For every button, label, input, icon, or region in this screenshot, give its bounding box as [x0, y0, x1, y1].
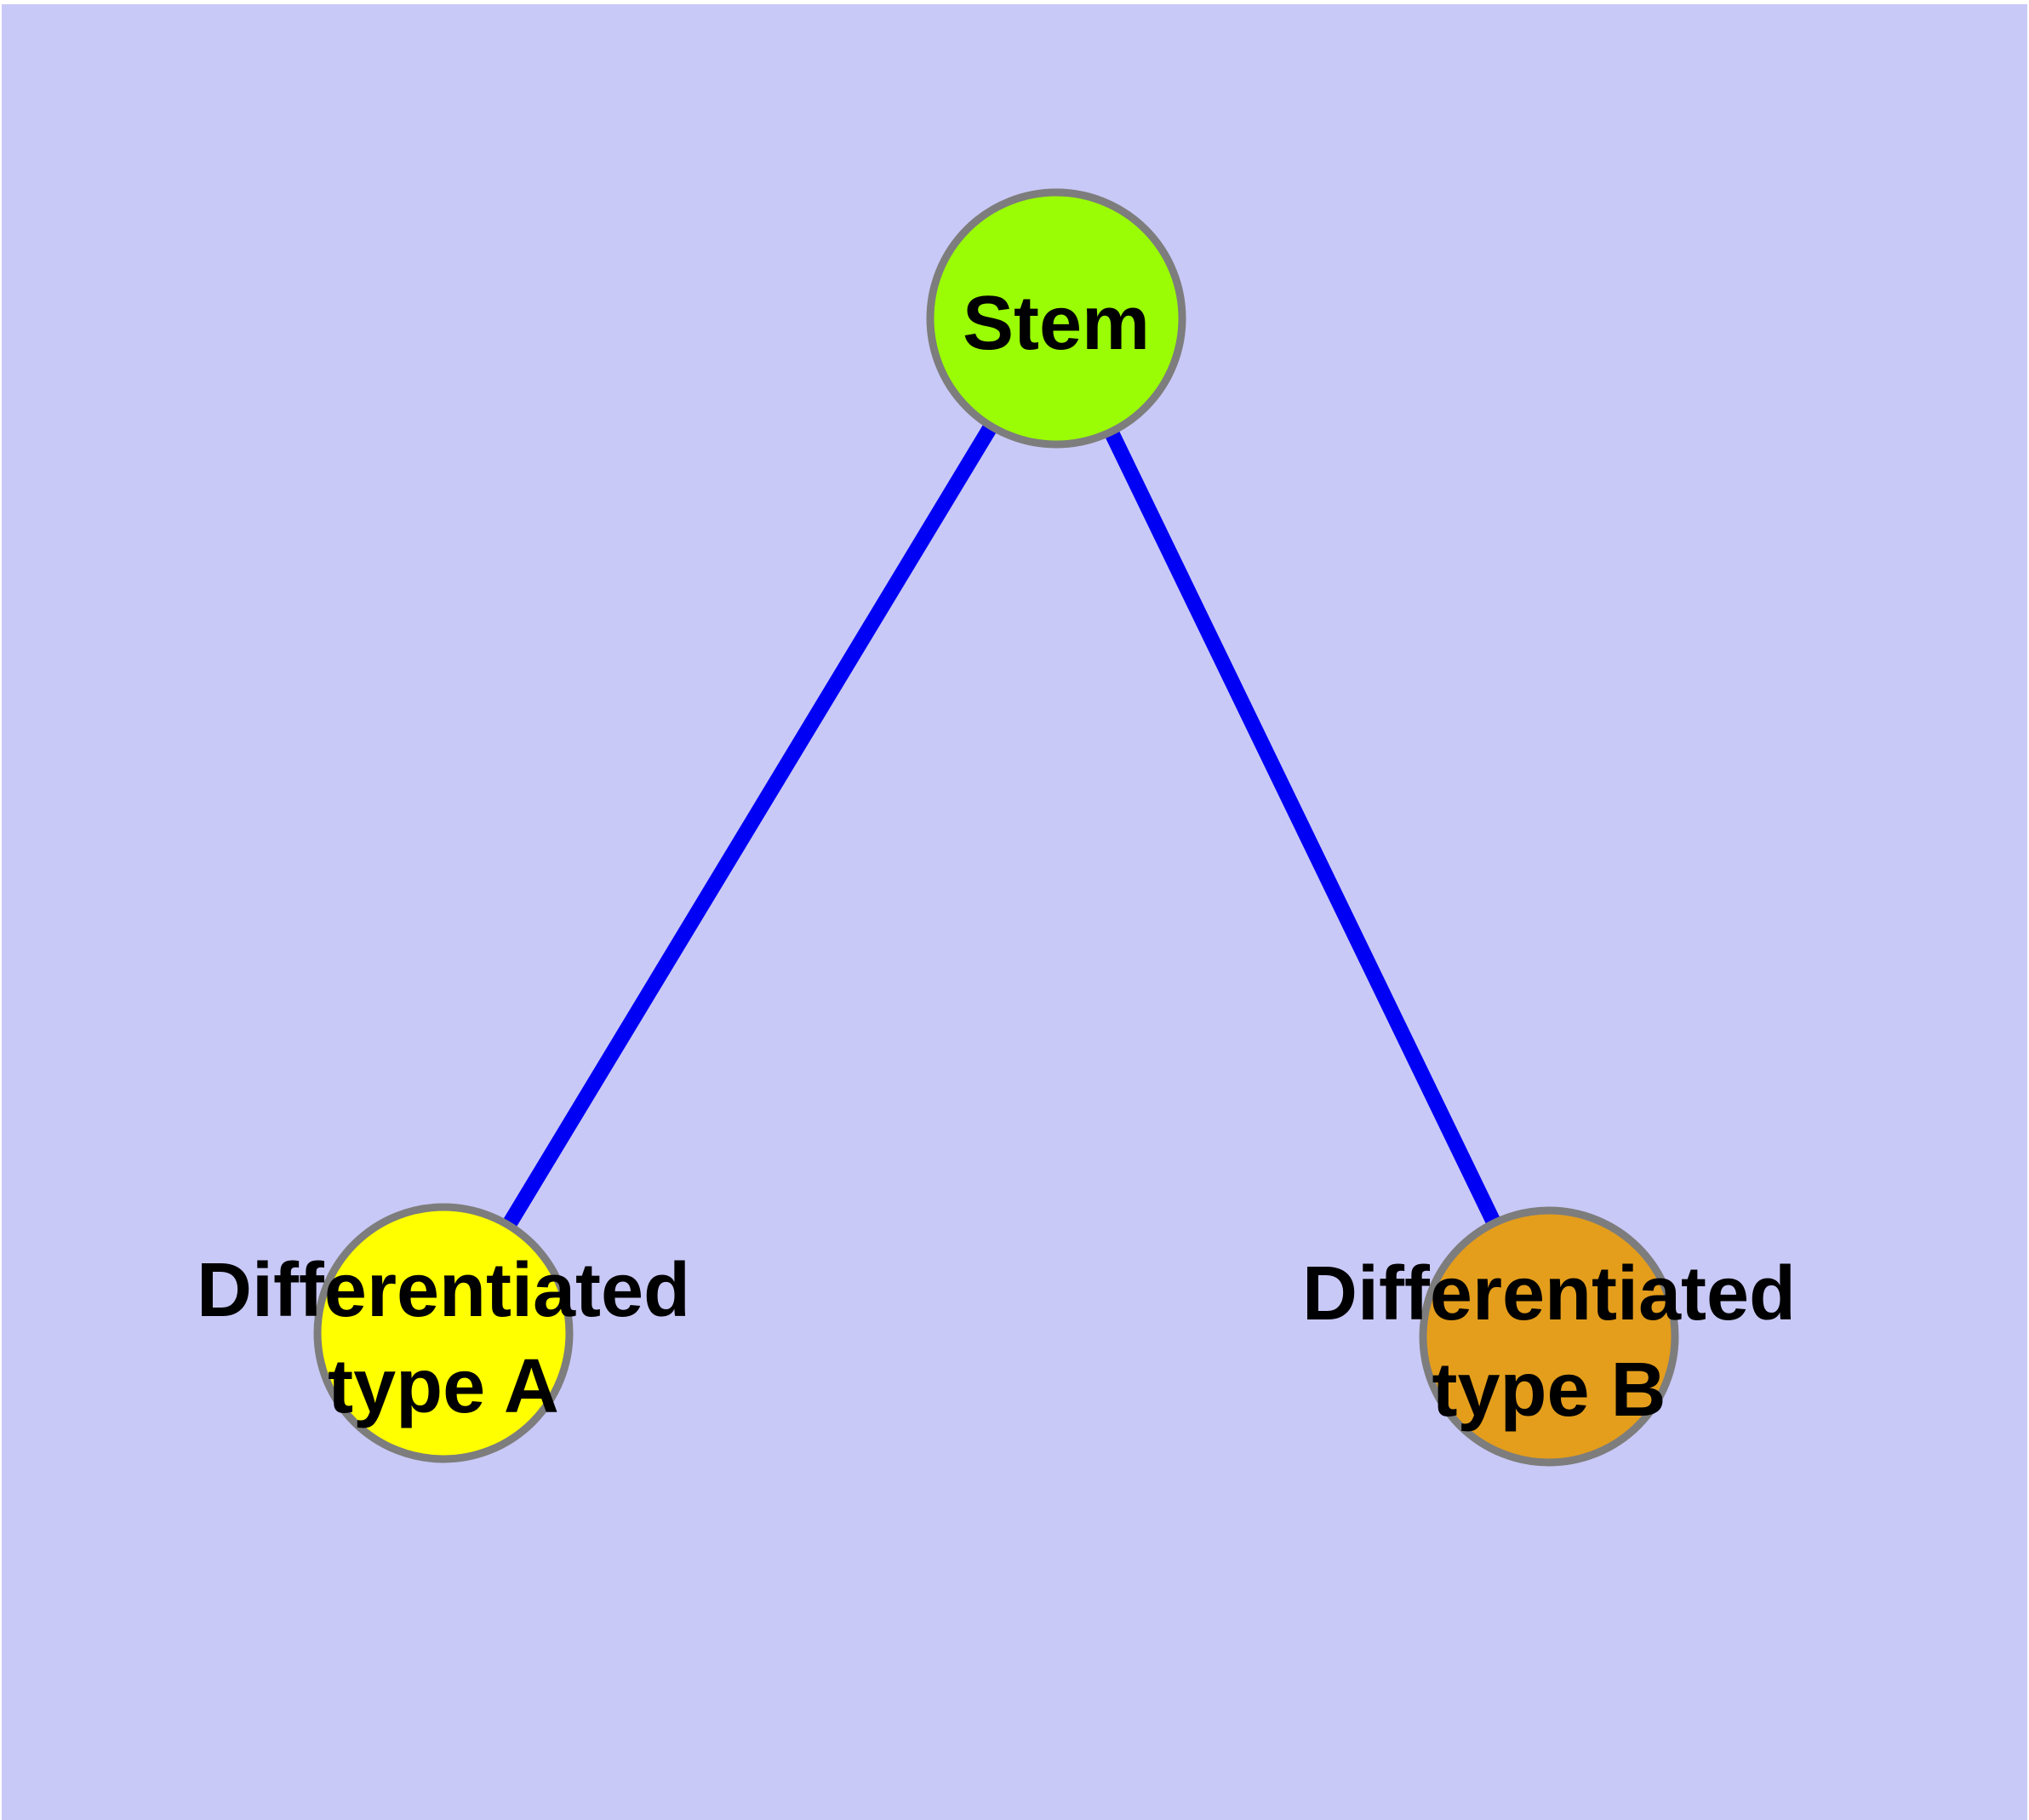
- node-type-b-label-line1: Differentiated: [1302, 1251, 1796, 1336]
- node-type-a-label-line2: type A: [328, 1344, 559, 1429]
- node-differentiated-type-b: [1419, 1206, 1679, 1467]
- node-type-a-label-line1: Differentiated: [197, 1248, 690, 1333]
- node-type-b-label-line2: type B: [1432, 1348, 1666, 1433]
- edge-stem-to-type-a: [437, 314, 1063, 1337]
- node-differentiated-type-a: [313, 1203, 574, 1463]
- edge-stem-to-type-b: [1049, 315, 1557, 1340]
- node-stem: [926, 188, 1186, 449]
- node-stem-label: Stem: [963, 281, 1150, 366]
